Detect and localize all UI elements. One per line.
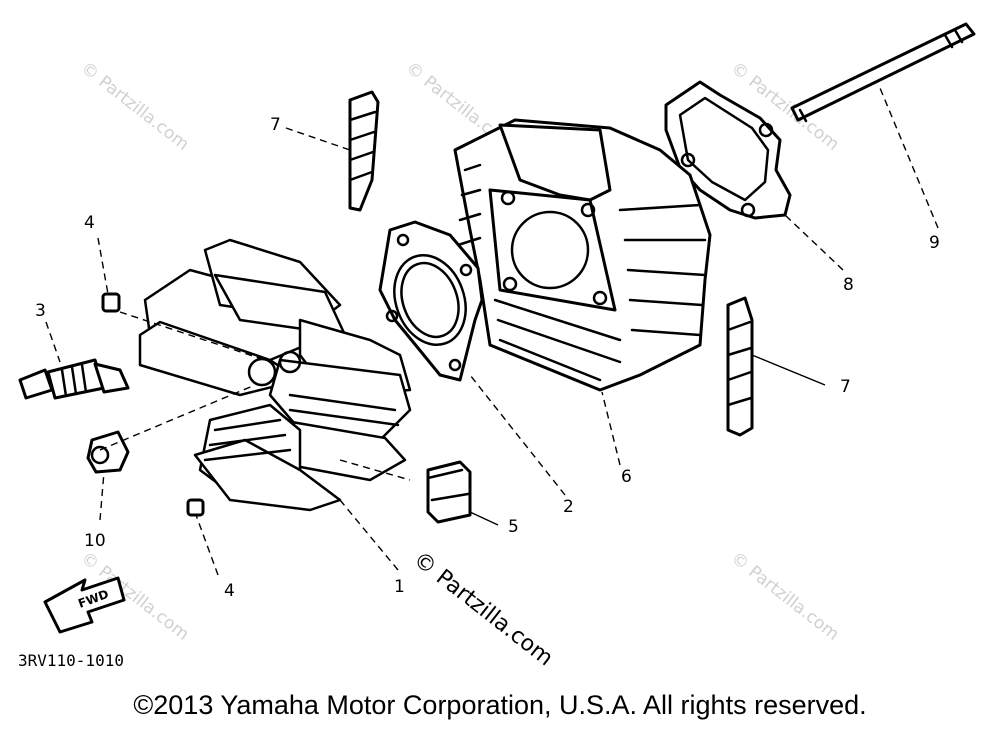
callout-4-upper: 4: [84, 213, 95, 233]
callout-2: 2: [563, 497, 574, 517]
fwd-arrow-icon: FWD: [43, 576, 126, 634]
leader-lines: [45, 87, 939, 576]
copyright-footer: ©2013 Yamaha Motor Corporation, U.S.A. A…: [133, 690, 867, 720]
cylinder-head-part-1: [138, 238, 412, 512]
watermark-bottom-right: © Partzilla.com: [727, 548, 843, 645]
callout-7-upper: 7: [270, 115, 281, 135]
callout-8: 8: [843, 275, 854, 295]
nut-part-10: [86, 430, 130, 474]
damper-part-7-upper: [348, 90, 380, 212]
callout-1: 1: [394, 577, 405, 597]
damper-part-7-lower: [726, 296, 754, 437]
dowel-part-4-upper: [101, 292, 121, 313]
diagram-code: 3RV110-1010: [18, 651, 124, 670]
watermark-center: © Partzilla.com: [408, 547, 557, 671]
stud-bolt-part-9: [790, 22, 976, 123]
gasket-part-2: [378, 220, 484, 382]
spark-plug-part-3: [18, 358, 130, 400]
callout-3: 3: [35, 301, 46, 321]
cylinder-part-6: [453, 118, 712, 392]
dowel-part-4-lower: [186, 498, 205, 517]
callout-7-lower: 7: [840, 377, 851, 397]
callout-6: 6: [621, 467, 632, 487]
watermark-top-left: © Partzilla.com: [77, 58, 193, 155]
gasket-part-8: [664, 80, 792, 220]
damper-part-5: [426, 460, 472, 524]
callout-5: 5: [508, 517, 519, 537]
callout-10: 10: [84, 531, 106, 551]
callout-numbers: 1 2 3 4 4 5 6 7 7 8 9 10: [35, 115, 940, 601]
exploded-view-drawing: © Partzilla.com © Partzilla.com © Partzi…: [18, 22, 976, 671]
callout-4-lower: 4: [224, 581, 235, 601]
callout-9: 9: [929, 233, 940, 253]
